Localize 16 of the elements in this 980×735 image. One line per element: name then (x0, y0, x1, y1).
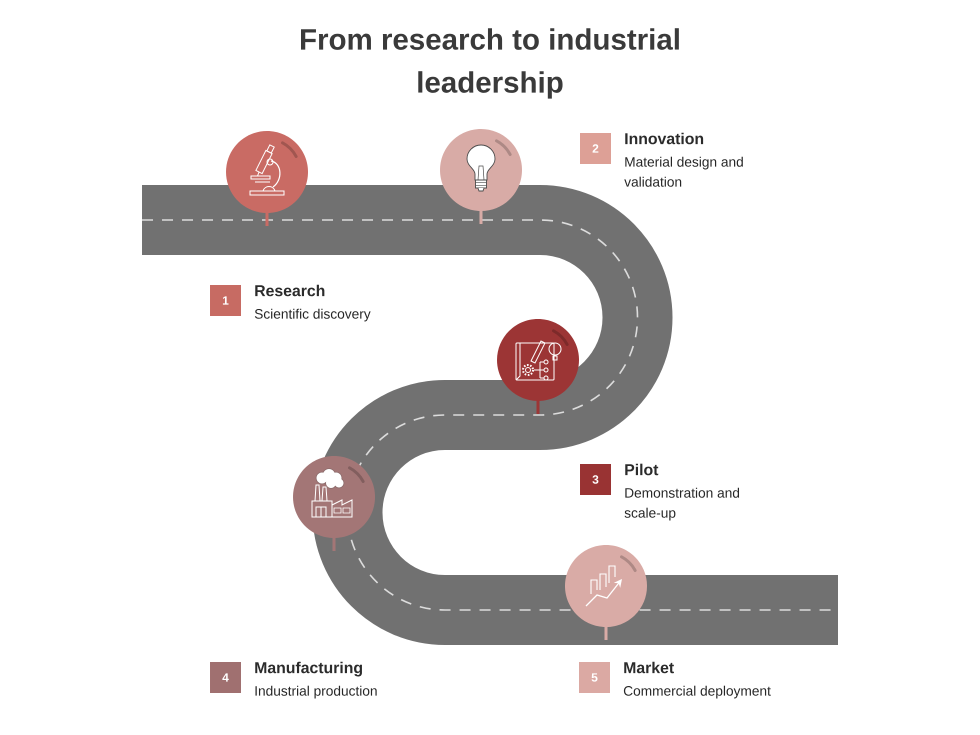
step-description: Industrial production (255, 686, 377, 698)
number-square: 2 (580, 133, 611, 164)
title: From research to industrial leadership (301, 28, 679, 99)
step-heading: Research (255, 284, 324, 296)
step-heading: Manufacturing (255, 662, 362, 676)
step-description: Commercial deployment (624, 686, 771, 698)
step-description: Demonstration and scale-up (624, 488, 740, 520)
number-square: 5 (579, 662, 610, 693)
step-heading: Innovation (625, 132, 704, 144)
step-heading: Market (624, 662, 674, 674)
number-square: 4 (210, 662, 241, 693)
step-description: Material design and validation (624, 156, 743, 187)
number-square: 1 (210, 285, 241, 316)
step-heading: Pilot (625, 464, 658, 476)
number-square: 3 (580, 464, 611, 495)
step-description: Scientific discovery (254, 308, 371, 322)
